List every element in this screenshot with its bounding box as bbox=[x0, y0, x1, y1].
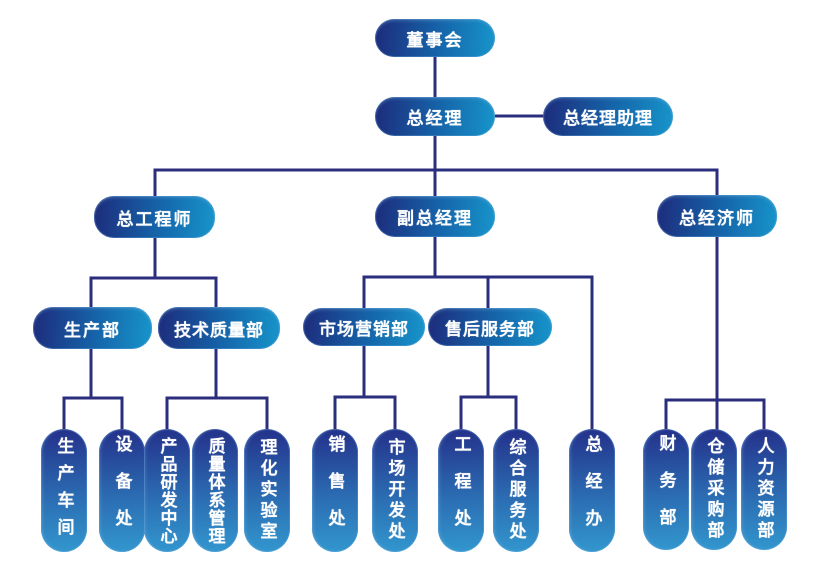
edge-gm-tier2 bbox=[153, 136, 719, 196]
node-human-resources-dept: 人力资源部 bbox=[741, 429, 787, 550]
edge-economist-children bbox=[664, 237, 766, 430]
node-after-sales-service-dept: 售后服务部 bbox=[428, 308, 552, 346]
node-product-rd-center: 产品研发中心 bbox=[144, 429, 190, 552]
node-equipment-office: 设备处 bbox=[99, 429, 145, 552]
node-quality-system-management: 质量体系管理 bbox=[192, 429, 238, 552]
node-board-of-directors: 董事会 bbox=[375, 19, 495, 57]
node-marketing-dept: 市场营销部 bbox=[303, 308, 425, 346]
node-general-manager: 总经理 bbox=[375, 97, 495, 136]
edge-chief-engineer-depts bbox=[89, 238, 218, 308]
node-gm-assistant: 总经理助理 bbox=[543, 97, 673, 136]
node-deputy-general-manager: 副总经理 bbox=[375, 196, 495, 237]
edge-aftersales-children bbox=[459, 346, 518, 430]
edge-marketing-children bbox=[333, 346, 397, 430]
node-warehouse-purchasing-dept: 仓储采购部 bbox=[691, 429, 737, 550]
node-production-workshop: 生产车间 bbox=[41, 429, 87, 552]
node-market-development-office: 市场开发处 bbox=[372, 429, 418, 552]
node-sales-office: 销售处 bbox=[312, 429, 358, 552]
node-chief-engineer: 总工程师 bbox=[94, 196, 215, 238]
node-comprehensive-service-office: 综合服务处 bbox=[493, 429, 539, 552]
node-production-dept: 生产部 bbox=[33, 307, 152, 349]
node-finance-dept: 财务部 bbox=[643, 429, 689, 550]
node-tech-quality-dept: 技术质量部 bbox=[158, 307, 280, 349]
node-engineering-office: 工程处 bbox=[438, 429, 484, 552]
edge-production-children bbox=[62, 349, 124, 430]
node-gm-office: 总经办 bbox=[569, 429, 615, 552]
edge-techquality-children bbox=[165, 349, 269, 430]
edge-deputy-gm-depts bbox=[362, 237, 594, 430]
node-physicochemical-lab: 理化实验室 bbox=[244, 429, 290, 552]
node-chief-economist: 总经济师 bbox=[657, 195, 777, 237]
